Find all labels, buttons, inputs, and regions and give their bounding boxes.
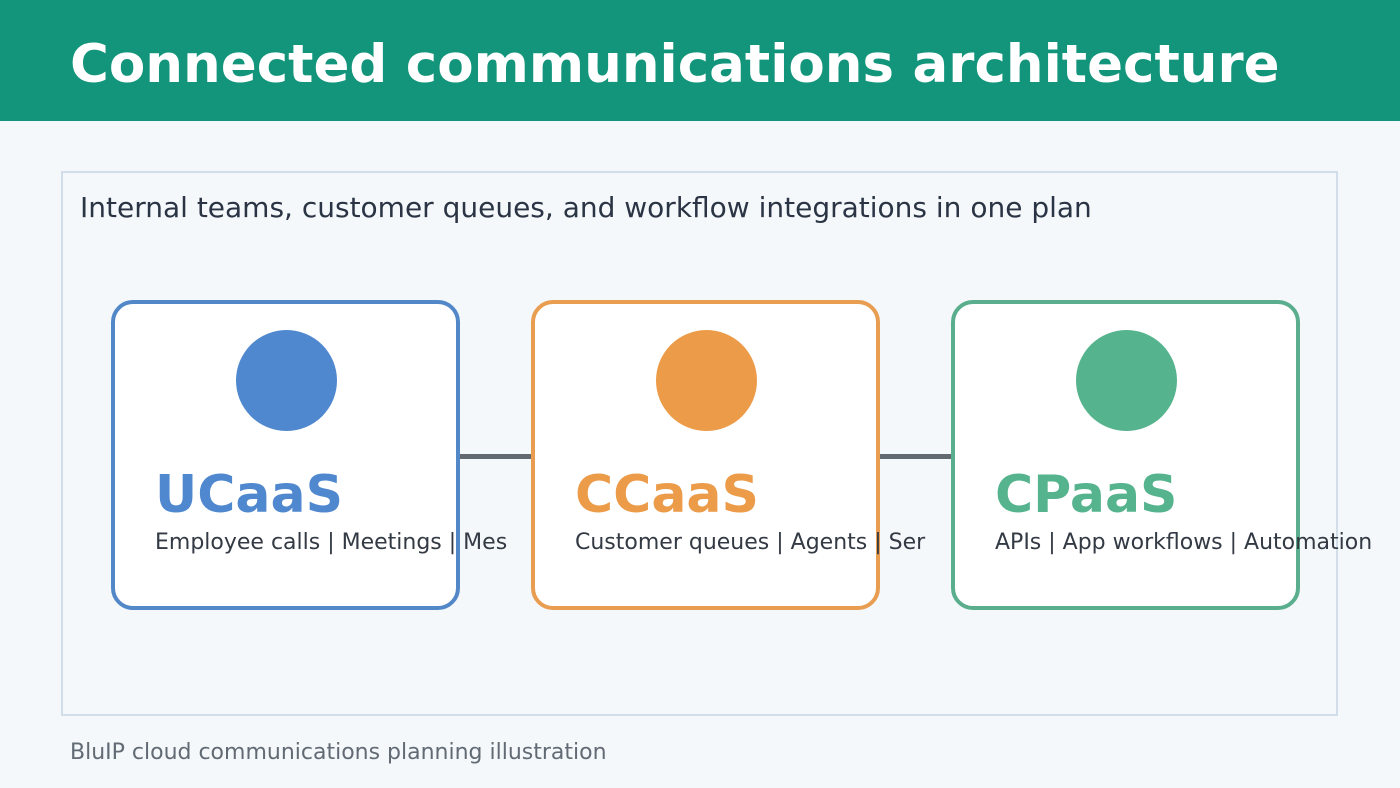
page-title: Connected communications architecture <box>70 34 1280 95</box>
card-desc-cpaas: APIs | App workflows | Automation <box>995 530 1373 555</box>
card-title-ucaas: UCaaS <box>155 465 344 525</box>
panel-subtitle: Internal teams, customer queues, and wor… <box>80 191 1092 224</box>
card-desc-ucaas: Employee calls | Meetings | Mes <box>155 530 508 555</box>
card-title-ccaas: CCaaS <box>575 465 759 525</box>
card-desc-ccaas: Customer queues | Agents | Ser <box>575 530 926 555</box>
ucaas-circle-icon <box>236 330 337 431</box>
header-bar: Connected communications architecture <box>0 0 1400 121</box>
ccaas-circle-icon <box>656 330 757 431</box>
card-title-cpaas: CPaaS <box>995 465 1178 525</box>
connector-ucaas-ccaas <box>459 454 533 459</box>
footer-caption: BluIP cloud communications planning illu… <box>70 740 607 765</box>
card-cpaas: CPaaS <box>951 300 1300 610</box>
connector-ccaas-cpaas <box>879 454 953 459</box>
card-ucaas: UCaaS <box>111 300 460 610</box>
cpaas-circle-icon <box>1076 330 1177 431</box>
card-ccaas: CCaaS <box>531 300 880 610</box>
